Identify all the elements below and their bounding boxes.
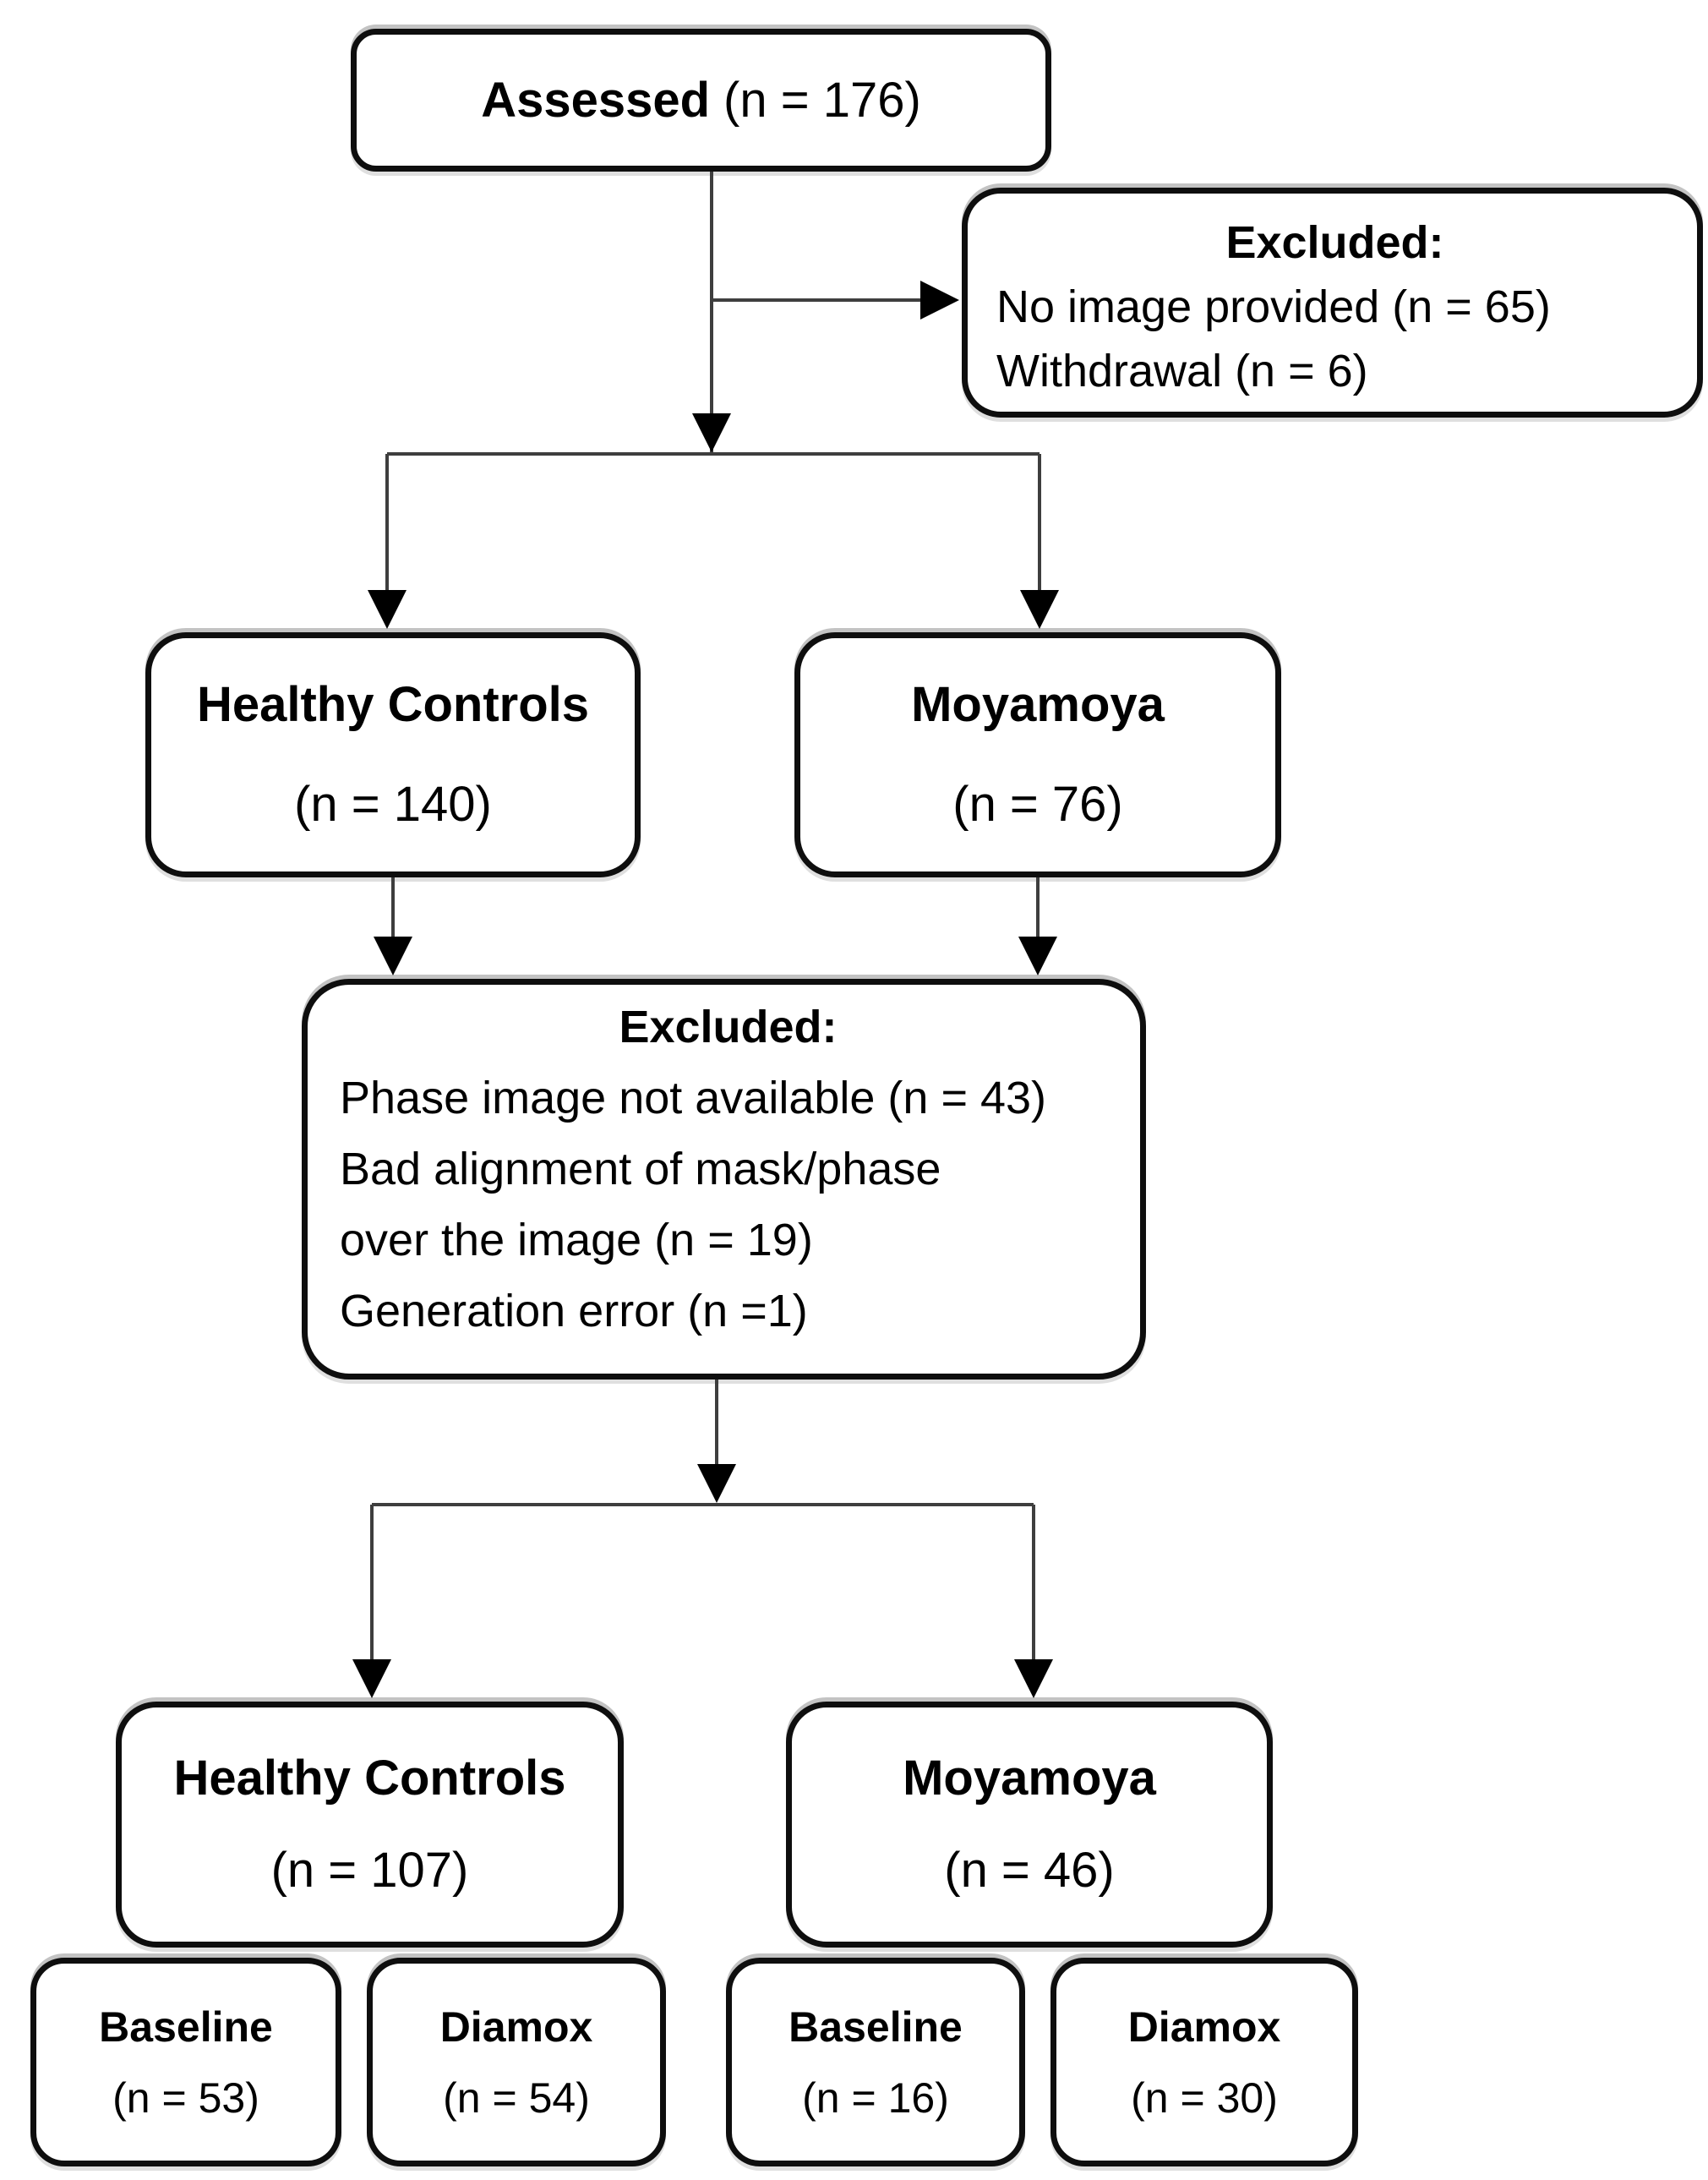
node-excluded-processing-line: Bad alignment of mask/phase [340, 1144, 941, 1194]
arrowhead-down-excluded-left [374, 937, 412, 975]
arrowhead-down-split2 [697, 1464, 736, 1503]
node-excluded-processing: Excluded: Phase image not available (n =… [302, 979, 1146, 1380]
node-moyamoya-initial: Moyamoya (n = 76) [794, 632, 1281, 877]
connector-split1-horizontal [387, 452, 1040, 456]
arrowhead-down-excluded-right [1018, 937, 1057, 975]
node-excluded-processing-line: over the image (n = 19) [340, 1215, 813, 1265]
connector-split2-left-down [370, 1505, 374, 1661]
node-mm-baseline: Baseline (n = 16) [726, 1958, 1025, 2166]
connector-branch-excluded-initial [712, 298, 920, 302]
connector-split1-left-down [385, 454, 389, 592]
node-moyamoya-final: Moyamoya (n = 46) [786, 1702, 1273, 1948]
node-excluded-processing-line: Generation error (n =1) [340, 1286, 808, 1336]
arrowhead-down-mm-final [1014, 1659, 1053, 1698]
node-hc-diamox-title: Diamox [439, 2002, 593, 2051]
connector-split2-horizontal [372, 1503, 1034, 1506]
connector-split2-right-down [1032, 1505, 1035, 1661]
node-hc-initial-title: Healthy Controls [196, 677, 590, 732]
node-mm-final-title: Moyamoya [903, 1751, 1156, 1806]
node-mm-diamox-count: (n = 30) [1131, 2073, 1278, 2122]
node-mm-initial-count: (n = 76) [952, 777, 1123, 832]
node-excluded-initial: Excluded: No image provided (n = 65) Wit… [962, 188, 1703, 418]
node-excluded-processing-line: Phase image not available (n = 43) [340, 1073, 1047, 1123]
node-excluded-initial-line: Withdrawal (n = 6) [996, 346, 1368, 396]
connector-hc-initial-down [391, 877, 395, 938]
arrowhead-down-hc-initial [368, 590, 407, 629]
connector-excluded-down [715, 1380, 718, 1467]
connector-mm-initial-down [1036, 877, 1040, 938]
node-mm-baseline-title: Baseline [789, 2002, 963, 2051]
node-hc-baseline: Baseline (n = 53) [30, 1958, 341, 2166]
node-excluded-initial-line: No image provided (n = 65) [996, 281, 1551, 332]
node-mm-diamox-title: Diamox [1127, 2002, 1281, 2051]
node-mm-diamox: Diamox (n = 30) [1050, 1958, 1358, 2166]
arrowhead-down-hc-final [352, 1659, 391, 1698]
node-assessed-title: Assessed [481, 72, 711, 128]
arrowhead-right-excluded-initial [920, 281, 959, 320]
node-hc-final-count: (n = 107) [270, 1843, 469, 1898]
node-mm-final-count: (n = 46) [944, 1843, 1115, 1898]
node-assessed-count: (n = 176) [723, 72, 921, 128]
node-assessed: Assessed (n = 176) [351, 29, 1051, 172]
arrowhead-down-mm-initial [1020, 590, 1059, 629]
node-healthy-controls-final: Healthy Controls (n = 107) [116, 1702, 624, 1948]
node-excluded-initial-title: Excluded: [1225, 217, 1444, 268]
node-hc-baseline-title: Baseline [99, 2002, 273, 2051]
node-healthy-controls-initial: Healthy Controls (n = 140) [145, 632, 641, 877]
node-hc-diamox-count: (n = 54) [443, 2073, 590, 2122]
node-hc-diamox: Diamox (n = 54) [367, 1958, 666, 2166]
node-excluded-processing-title: Excluded: [619, 1002, 838, 1052]
node-mm-initial-title: Moyamoya [911, 677, 1165, 732]
node-mm-baseline-count: (n = 16) [802, 2073, 949, 2122]
arrowhead-down-split1 [692, 413, 731, 452]
connector-assessed-down [710, 172, 713, 452]
node-hc-initial-count: (n = 140) [294, 777, 492, 832]
connector-split1-right-down [1038, 454, 1041, 592]
node-hc-final-title: Healthy Controls [173, 1751, 566, 1806]
node-hc-baseline-count: (n = 53) [112, 2073, 259, 2122]
